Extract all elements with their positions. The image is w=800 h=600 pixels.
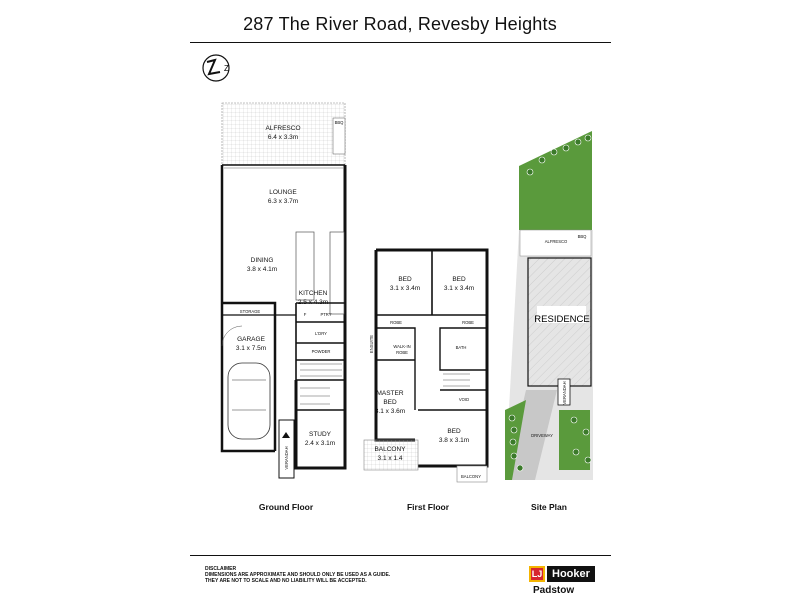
site-verandah	[557, 378, 571, 406]
bed-1-label: BED	[398, 276, 412, 283]
robe-2-label: ROBE	[462, 320, 474, 325]
ground-floor-labels: ALFRESCO 6.4 x 3.3m BBQ LOUNGE 6.3 x 3.7…	[236, 120, 344, 470]
site-alfresco	[519, 229, 592, 257]
bed-1-dims: 3.1 x 3.4m	[390, 285, 420, 292]
ground-floor-caption: Ground Floor	[258, 502, 314, 512]
svg-text:Z: Z	[224, 64, 229, 73]
bbq-label: BBQ	[335, 120, 345, 125]
disclaimer: DISCLAIMER DIMENSIONS ARE APPROXIMATE AN…	[205, 566, 405, 584]
fridge-label: F	[304, 312, 307, 317]
footer-divider	[190, 555, 611, 556]
site-alfresco-label: ALFRESCO	[545, 239, 568, 244]
backyard-lawn	[519, 131, 592, 230]
title-divider	[190, 42, 611, 43]
laundry-label: L'DRY	[315, 331, 327, 336]
lounge-label: LOUNGE	[269, 189, 297, 196]
dining-label: DINING	[251, 257, 274, 264]
bed-2-label: BED	[452, 276, 466, 283]
logo-wordmark: Hooker	[547, 566, 595, 582]
balcony-1-dims: 3.1 x 1.4	[378, 455, 403, 462]
ground-floor-plan	[220, 102, 347, 479]
site-plan-caption: Site Plan	[531, 502, 567, 512]
bed-3-label: BED	[447, 428, 461, 435]
study-dims: 2.4 x 3.1m	[305, 440, 335, 447]
robe-1-label: ROBE	[390, 320, 402, 325]
kitchen-dims: 2.5 x 4.3m	[298, 299, 328, 306]
page-title: 287 The River Road, Revesby Heights	[243, 14, 557, 34]
master-bed-label-2: BED	[383, 399, 397, 406]
bath-label: BATH	[456, 345, 467, 350]
lounge-dims: 6.3 x 3.7m	[268, 198, 298, 205]
first-floor-caption: First Floor	[406, 502, 450, 512]
balcony-1-area	[363, 439, 419, 471]
bbq-bench	[332, 117, 346, 155]
balcony-1-label: BALCONY	[374, 446, 406, 453]
dining-dims: 3.8 x 4.1m	[247, 266, 277, 273]
master-bed-dims: 3.1 x 3.6m	[375, 408, 405, 415]
balcony-2-label: BALCONY	[461, 474, 481, 479]
agency-office: Padstow	[533, 585, 575, 596]
garage-label: GARAGE	[237, 336, 265, 343]
void-label: VOID	[459, 397, 469, 402]
disclaimer-line-1: DIMENSIONS ARE APPROXIMATE AND SHOULD ON…	[205, 572, 391, 578]
verandah-label: VERANDAH	[284, 446, 289, 469]
alfresco-area	[221, 102, 346, 166]
walkin-label: WALK-IN	[393, 344, 410, 349]
pantry-label: PTRY	[320, 312, 331, 317]
site-plan-labels: ALFRESCO BBQ RESIDENCE VERANDAH DRIVEWAY	[531, 234, 590, 438]
master-bed-label: MASTER	[376, 390, 403, 397]
site-plan	[505, 131, 593, 480]
trees	[508, 134, 592, 472]
kitchen-label: KITCHEN	[299, 290, 328, 297]
powder-label: POWDER	[312, 349, 331, 354]
garage-dims: 3.1 x 7.5m	[236, 345, 266, 352]
driveway	[505, 390, 557, 480]
bed-3-dims: 3.8 x 3.1m	[439, 437, 469, 444]
storage-label: STORAGE	[240, 309, 261, 314]
ensuite-label: ENSUITE	[369, 335, 374, 353]
first-floor-labels: BED 3.1 x 3.4m BED 3.1 x 3.4m ROBE ROBE …	[369, 276, 481, 479]
north-arrow-icon: Z	[202, 54, 230, 82]
site-bbq-label: BBQ	[578, 234, 588, 239]
car-outline	[227, 362, 271, 440]
driveway-label: DRIVEWAY	[531, 433, 553, 438]
walkin-robe-label: ROBE	[396, 350, 408, 355]
study-label: STUDY	[309, 431, 332, 438]
balcony-2-area	[456, 465, 488, 483]
site-verandah-label: VERANDAH	[562, 381, 567, 404]
alfresco-label: ALFRESCO	[265, 125, 300, 132]
first-floor-plan	[363, 248, 489, 483]
residence-label: RESIDENCE	[534, 314, 589, 325]
alfresco-dims: 6.4 x 3.3m	[268, 134, 298, 141]
bed-2-dims: 3.1 x 3.4m	[444, 285, 474, 292]
logo-mark: LJ	[529, 566, 545, 582]
disclaimer-line-2: THEY ARE NOT TO SCALE AND NO LIABILITY W…	[205, 578, 367, 584]
agency-logo: LJ Hooker	[529, 564, 595, 584]
disclaimer-heading: DISCLAIMER	[205, 566, 237, 572]
